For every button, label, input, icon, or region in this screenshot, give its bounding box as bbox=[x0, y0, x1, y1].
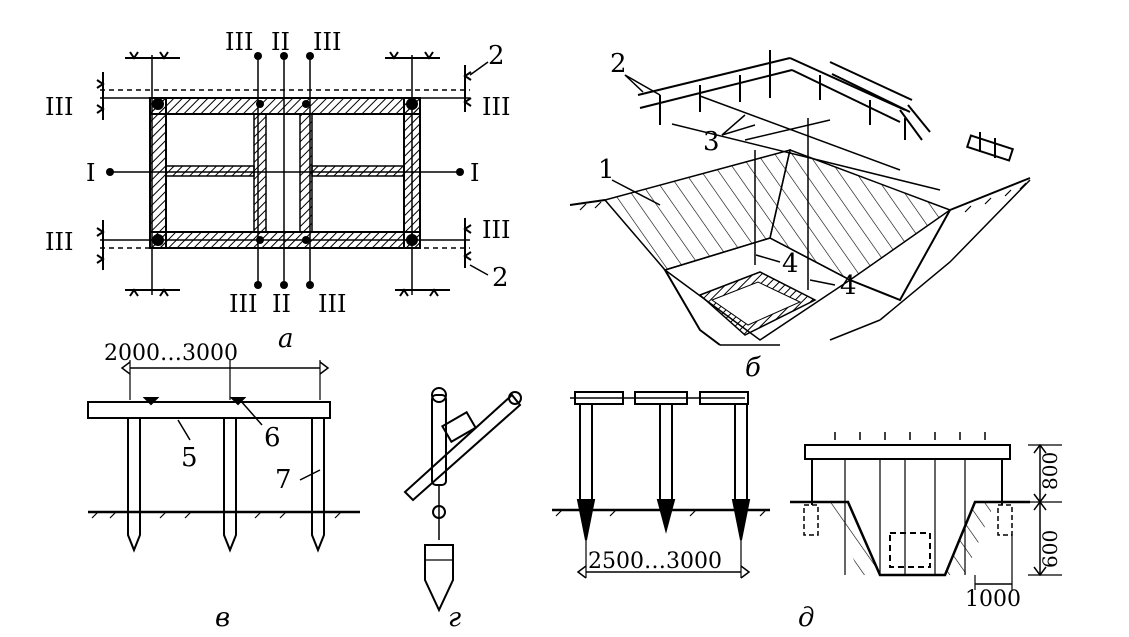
callout-4-right: 4 bbox=[840, 271, 857, 301]
batter-board-frame bbox=[637, 50, 1015, 162]
callout-2-bottom: 2 bbox=[492, 263, 509, 293]
axis-label-ii-top: II bbox=[271, 28, 290, 56]
view-b bbox=[569, 50, 1031, 346]
axis-label-iii-bottom-left: III bbox=[229, 290, 257, 318]
view-g-plumb-bob bbox=[403, 387, 522, 613]
plan-a bbox=[96, 51, 489, 297]
callout-7: 7 bbox=[275, 465, 292, 495]
axis-label-iii-right-lower: III bbox=[482, 216, 510, 244]
axis-label-ii-bottom: II bbox=[272, 290, 291, 318]
callout-2-b: 2 bbox=[610, 49, 627, 79]
caption-a: а bbox=[278, 324, 294, 354]
view-v bbox=[87, 360, 360, 553]
stake-left bbox=[127, 418, 141, 553]
caption-g: г bbox=[448, 603, 461, 632]
axis-label-i-right: I bbox=[470, 159, 479, 187]
caption-b: б bbox=[745, 353, 761, 383]
callout-3: 3 bbox=[703, 127, 720, 157]
callout-4-left: 4 bbox=[782, 249, 799, 279]
plan-axes bbox=[100, 55, 470, 295]
plan-walls bbox=[149, 97, 421, 249]
plan-axis-dots bbox=[106, 52, 464, 289]
axis-label-iii-bottom-right: III bbox=[318, 290, 346, 318]
trench-profile bbox=[790, 500, 1030, 577]
batter-board-marks bbox=[96, 51, 472, 297]
axis-label-iii-left-upper: III bbox=[45, 93, 73, 121]
plan-labels: III II III III II III III III III III I … bbox=[45, 28, 510, 354]
dimension-600: 600 bbox=[1038, 530, 1062, 568]
view-v-labels: 2000…3000 5 6 7 в bbox=[104, 341, 292, 633]
dimension-2500-3000: 2500…3000 bbox=[588, 549, 722, 574]
callout-5: 5 bbox=[181, 443, 198, 473]
dimension-1000: 1000 bbox=[965, 587, 1021, 612]
axis-label-iii-top-right: III bbox=[313, 28, 341, 56]
axis-label-iii-right-upper: III bbox=[482, 93, 510, 121]
pit-slope-left bbox=[603, 148, 792, 271]
dimension-2000-3000: 2000…3000 bbox=[104, 341, 238, 366]
stake-middle bbox=[223, 418, 237, 553]
ledger-board bbox=[87, 401, 331, 419]
stake-right bbox=[311, 418, 325, 553]
view-d-labels: 2500…3000 800 600 1000 д bbox=[588, 452, 1062, 633]
callout-6: 6 bbox=[264, 423, 281, 453]
caption-v: в bbox=[215, 603, 230, 632]
caption-d: д bbox=[798, 603, 814, 632]
axis-label-iii-left-lower: III bbox=[45, 228, 73, 256]
view-b-labels: 1 2 3 4 4 б bbox=[598, 49, 857, 383]
axis-label-i-left: I bbox=[86, 159, 95, 187]
callout-1: 1 bbox=[598, 155, 615, 185]
axis-strings bbox=[671, 95, 941, 290]
view-d bbox=[552, 391, 1062, 590]
dimension-800: 800 bbox=[1038, 452, 1062, 490]
axis-label-iii-top-left: III bbox=[225, 28, 253, 56]
callout-2-top: 2 bbox=[488, 41, 505, 71]
ground-line bbox=[569, 177, 1031, 346]
